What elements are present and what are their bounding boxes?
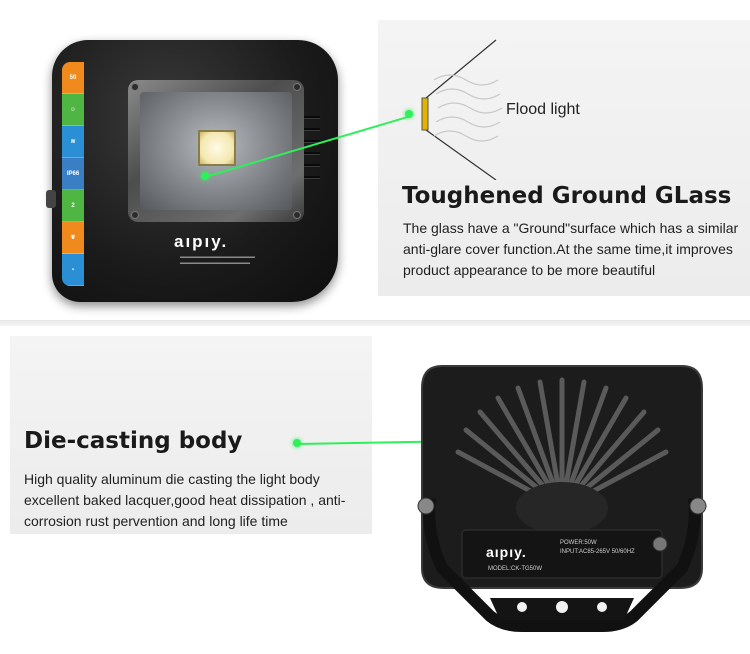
screw-icon (293, 211, 301, 219)
cob-led-chip (198, 130, 236, 166)
ground-glass-lens (140, 92, 292, 210)
badge-ip-rating: IP66 (62, 158, 84, 190)
rating-label-input: INPUT:AC85-265V 50/60HZ (560, 549, 635, 555)
beam-edge-line (425, 39, 497, 99)
flood-light-diagram (421, 39, 503, 180)
side-vents (304, 116, 320, 188)
body-section-title: Die-casting body (24, 428, 243, 454)
beam-edge-line (425, 129, 497, 180)
mounting-bracket (423, 497, 701, 632)
section-divider (0, 320, 750, 326)
badge-smile-icon: ☺ (62, 94, 84, 126)
bracket-hole-icon (556, 601, 568, 613)
bracket-knob-icon (417, 497, 435, 515)
screw-icon (131, 83, 139, 91)
badge-leaf-icon: ❦ (62, 222, 84, 254)
badge-warranty: 2 (62, 190, 84, 222)
callout-dot (293, 439, 301, 447)
lens-frame (128, 80, 304, 222)
light-wave (437, 102, 503, 114)
light-wave (433, 74, 499, 86)
light-wave (433, 130, 499, 142)
callout-dot (405, 110, 413, 118)
back-brand-logo: aıpıy. (486, 544, 527, 560)
fine-print: ▬▬▬▬▬▬▬▬▬▬▬▬▬▬▬▬▬▬▬▬▬▬▬▬▬▬▬▬▬ (180, 254, 255, 266)
badge-water-icon: ≋ (62, 126, 84, 158)
heat-sink-center (516, 482, 608, 534)
light-wave (435, 88, 501, 100)
bracket-hole-icon (517, 602, 527, 612)
flood-light-front-image: 50 ☺ ≋ IP66 2 ❦ ▪ aıpıy. ▬▬▬▬▬▬▬▬▬▬▬▬▬▬▬… (46, 40, 338, 302)
diagram-label: Flood light (506, 101, 580, 118)
badge-wattage: 50 (62, 62, 84, 94)
glass-section-description: The glass have a "Ground"surface which h… (403, 220, 739, 278)
rating-plate (461, 529, 663, 579)
flood-light-housing: 50 ☺ ≋ IP66 2 ❦ ▪ aıpıy. ▬▬▬▬▬▬▬▬▬▬▬▬▬▬▬… (52, 40, 338, 302)
screw-icon (293, 83, 301, 91)
flood-light-back-image (417, 365, 707, 632)
bracket-hole-icon (597, 602, 607, 612)
glass-section-title: Toughened Ground GLass (402, 183, 732, 209)
feature-badge-strip: 50 ☺ ≋ IP66 2 ❦ ▪ (62, 62, 84, 286)
body-info-panel (10, 336, 372, 534)
bracket-knob-icon (689, 497, 707, 515)
lens-glass-icon (421, 97, 429, 131)
mount-knob (46, 190, 56, 208)
callout-dot (201, 172, 209, 180)
light-wave (435, 116, 501, 128)
screw-icon (131, 211, 139, 219)
cable-gland-icon (652, 536, 668, 552)
rating-label-power: POWER:50W (560, 540, 597, 546)
badge-square-icon: ▪ (62, 254, 84, 286)
body-section-description: High quality aluminum die casting the li… (24, 471, 346, 529)
brand-logo: aıpıy. (174, 232, 229, 251)
rating-label-model: MODEL:CK-TG50W (488, 566, 543, 572)
glass-info-panel (378, 20, 750, 296)
